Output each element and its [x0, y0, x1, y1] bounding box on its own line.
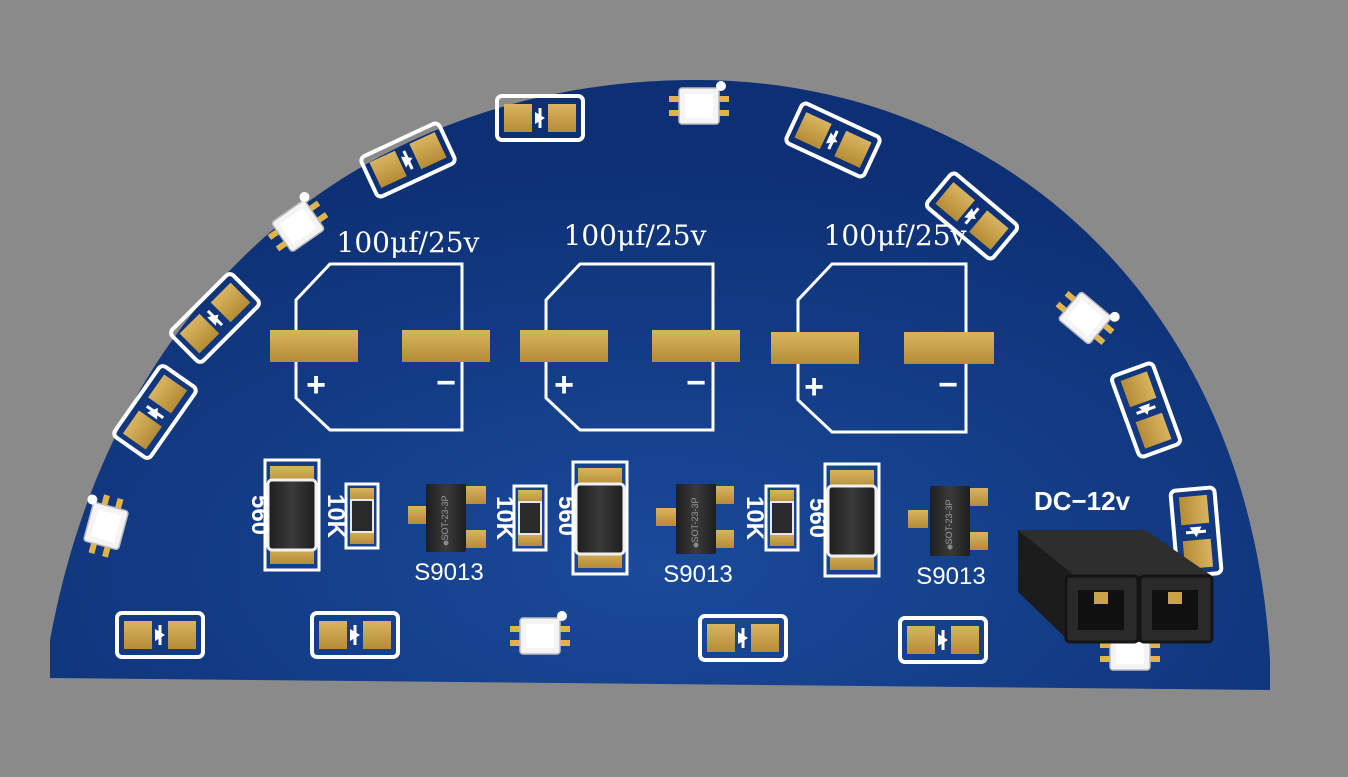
capacitor: 100μf/25v + −	[270, 226, 490, 432]
capacitor-label: 100μf/25v	[337, 226, 480, 259]
capacitor: 100μf/25v + −	[520, 219, 740, 432]
connector-label: DC−12v	[1034, 486, 1131, 516]
dc-connector: DC−12v	[1018, 486, 1214, 644]
resistor-large: 560	[804, 462, 881, 578]
transistor: SOT-23-3P S9013	[908, 486, 988, 590]
resistor-small: 10K	[491, 484, 548, 552]
capacitor-minus: −	[436, 364, 456, 402]
capacitor-pad	[771, 332, 859, 364]
capacitor-minus: −	[686, 364, 706, 402]
capacitor-plus: +	[306, 366, 326, 404]
capacitor-outline	[796, 262, 968, 434]
transistor-label: S9013	[916, 563, 985, 590]
resistor-label: 560	[246, 495, 273, 535]
transistor-package: SOT-23-3P	[944, 499, 954, 544]
capacitor-outline	[544, 262, 715, 432]
transistor-label: S9013	[414, 559, 483, 586]
resistor-label: 10K	[491, 496, 518, 541]
resistor-label: 10K	[322, 494, 349, 539]
capacitor-pad	[904, 332, 994, 364]
capacitor-pad	[520, 330, 608, 362]
transistor: SOT-23-3P S9013	[656, 484, 734, 588]
transistor: SOT-23-3P S9013	[408, 484, 486, 586]
resistor-label: 560	[553, 496, 580, 536]
resistor-large: 560	[553, 460, 629, 576]
resistor-small: 10K	[322, 482, 380, 550]
resistor-small: 10K	[741, 484, 800, 552]
capacitor-outline	[294, 262, 464, 432]
capacitor-pad	[402, 330, 490, 362]
capacitor-label: 100μf/25v	[564, 219, 707, 252]
capacitor-plus: +	[804, 368, 824, 406]
capacitor: 100μf/25v + −	[771, 219, 994, 434]
capacitor-plus: +	[554, 366, 574, 404]
capacitor-minus: −	[938, 366, 958, 404]
transistor-label: S9013	[663, 561, 732, 588]
transistor-package: SOT-23-3P	[690, 497, 700, 542]
transistor-package: SOT-23-3P	[440, 495, 450, 540]
resistor-label: 560	[804, 498, 831, 538]
resistor-label: 10K	[741, 496, 768, 541]
resistor-large: 560	[246, 458, 321, 572]
capacitor-label: 100μf/25v	[824, 219, 967, 252]
capacitor-pad	[270, 330, 358, 362]
capacitor-pad	[652, 330, 740, 362]
